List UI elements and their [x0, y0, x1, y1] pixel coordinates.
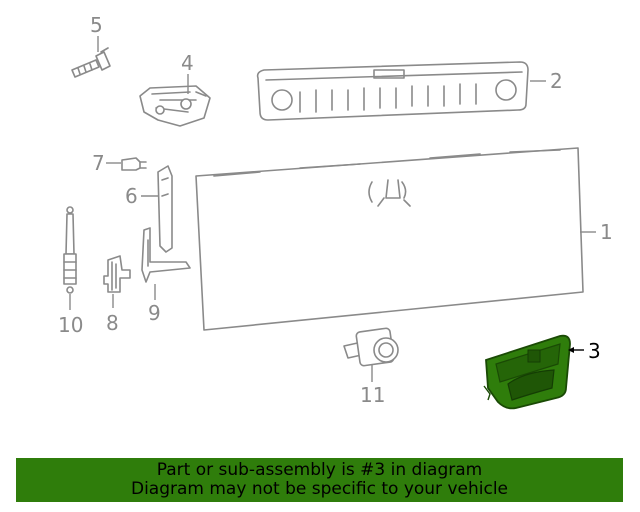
callout-5: 5 [90, 13, 103, 37]
part-11-camera[interactable] [343, 327, 399, 367]
part-7-clip[interactable] [121, 157, 147, 171]
banner-line-1: Part or sub-assembly is #3 in diagram [156, 460, 483, 480]
callout-4: 4 [181, 51, 194, 75]
part-info-banner: Part or sub-assembly is #3 in diagram Di… [16, 458, 623, 502]
part-1-tailgate-panel[interactable] [195, 147, 584, 331]
part-2-tailgate-cap[interactable] [256, 61, 529, 121]
callout-10: 10 [58, 313, 83, 337]
part-3-tailgate-handle-highlighted[interactable] [483, 334, 571, 410]
parts-diagram: 5 4 2 7 6 1 [58, 13, 613, 410]
part-6-hinge[interactable] [157, 165, 173, 253]
callout-1: 1 [600, 220, 613, 244]
leader-3-arrow [568, 347, 574, 353]
callout-9: 9 [148, 301, 161, 325]
callout-3: 3 [588, 339, 601, 363]
callout-2: 2 [550, 69, 563, 93]
callout-11: 11 [360, 383, 385, 407]
part-10-support-strut[interactable] [63, 206, 77, 294]
callout-8: 8 [106, 311, 119, 335]
banner-line-2: Diagram may not be specific to your vehi… [130, 479, 508, 499]
part-8-hinge[interactable] [103, 255, 131, 293]
callout-6: 6 [125, 184, 138, 208]
part-4-latch[interactable] [139, 85, 211, 127]
part-9-bracket[interactable] [141, 227, 191, 283]
callout-7: 7 [92, 151, 105, 175]
part-5-rivet[interactable] [71, 47, 111, 78]
